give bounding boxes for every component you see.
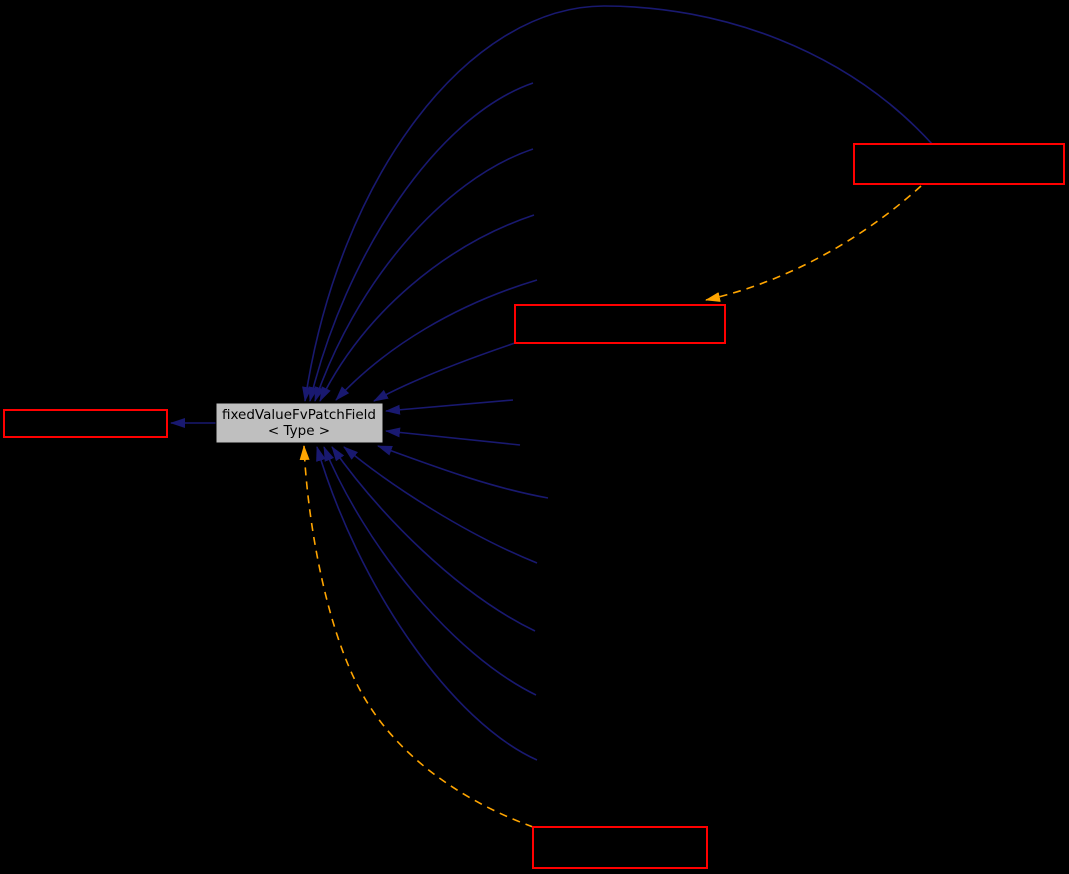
- current-class-node: fixedValueFvPatchField < Type >: [215, 402, 384, 444]
- template-edge-topright-to-middle: [705, 185, 922, 302]
- inheritance-edge: [385, 399, 514, 415]
- inheritance-edge: [335, 279, 538, 401]
- inheritance-edge: [319, 214, 535, 402]
- class-node-bottom[interactable]: [532, 826, 708, 869]
- class-node-left[interactable]: [3, 409, 168, 438]
- inheritance-edge: [323, 446, 537, 696]
- inheritance-edge-top-right-node: [302, 5, 934, 402]
- template-edge-bottom-to-current: [299, 445, 534, 828]
- inheritance-edge: [385, 427, 521, 446]
- inheritance-edge: [343, 446, 538, 564]
- inheritance-edge: [377, 445, 549, 499]
- inheritance-edge: [316, 446, 538, 761]
- current-class-label-line2: < Type >: [268, 423, 330, 439]
- inheritance-edge: [308, 82, 534, 402]
- inheritance-edge-middle-node: [373, 342, 516, 402]
- class-node-middle[interactable]: [514, 304, 726, 344]
- current-class-label-line1: fixedValueFvPatchField: [222, 407, 376, 423]
- current-class-node-box: [215, 402, 384, 444]
- template-edges: [299, 185, 922, 828]
- inheritance-edge: [331, 446, 536, 632]
- class-node-top-right[interactable]: [853, 143, 1065, 185]
- inheritance-edges: [170, 5, 934, 761]
- inheritance-edge: [314, 148, 534, 402]
